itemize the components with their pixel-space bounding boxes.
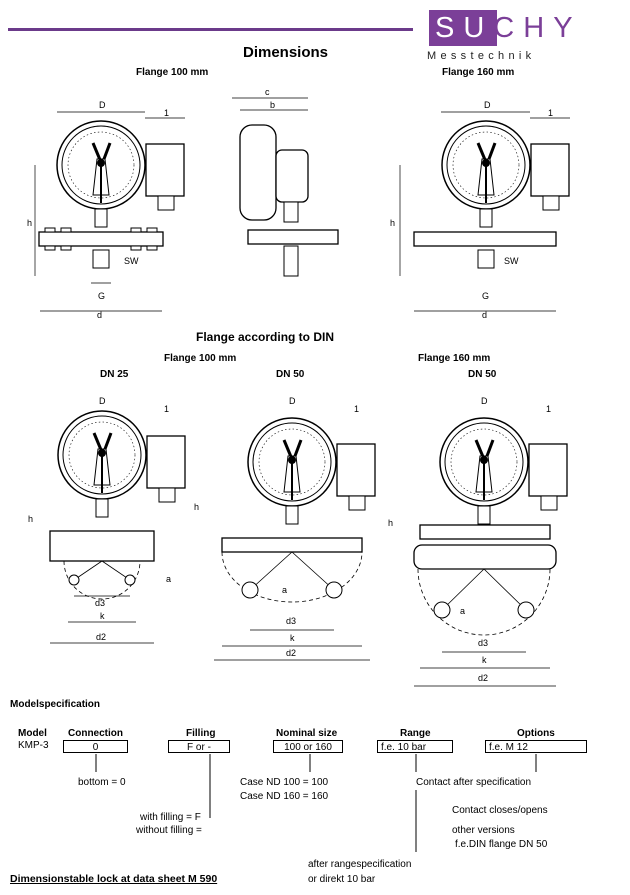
filling-field: F or - (168, 740, 230, 753)
label-G-tr: G (482, 291, 489, 301)
other-versions-note: other versions (452, 825, 515, 836)
label-D-d25: D (99, 396, 106, 406)
label-D-d50r: D (481, 396, 488, 406)
case-160-note: Case ND 160 = 160 (240, 791, 329, 802)
range-field: f.e. 10 bar (377, 740, 453, 753)
contact-after-note: Contact after specification (416, 777, 532, 788)
label-SW-tl: SW (124, 256, 139, 266)
label-D-tr: D (484, 100, 491, 110)
label-d3-d50m: d3 (286, 616, 296, 626)
spec-leader-lines (95, 754, 537, 852)
label-d-tl: d (97, 310, 102, 320)
label-a-d50r: a (460, 606, 465, 616)
case-100-note: Case ND 100 = 100 (240, 777, 329, 788)
dn-mid-label: DN 50 (276, 369, 305, 380)
din-left-caption: Flange 100 mm (164, 353, 237, 364)
label-1-d50m: 1 (354, 404, 359, 414)
label-d2-d25: d2 (96, 632, 106, 642)
brand-logo: SUCHY Messtechnik (425, 6, 615, 66)
label-SW-tr: SW (504, 256, 519, 266)
label-1-d25: 1 (164, 404, 169, 414)
bottom-note: bottom = 0 (78, 777, 126, 788)
label-d2-d50m: d2 (286, 648, 296, 658)
label-a-d50m: a (282, 585, 287, 595)
drawing-top-right: D 1 h SW G d (390, 100, 570, 320)
label-c: c (265, 87, 270, 97)
dn-left-label: DN 25 (100, 369, 129, 380)
din-right-caption: Flange 160 mm (418, 353, 491, 364)
dimensions-heading: Dimensions (243, 44, 329, 61)
label-b: b (270, 100, 275, 110)
logo-text: SUCHY (435, 12, 582, 44)
top-left-caption: Flange 100 mm (136, 67, 209, 78)
col-connection: Connection (68, 728, 123, 739)
label-D-d50m: D (289, 396, 296, 406)
filling-without-note: without filling = (136, 825, 202, 836)
label-h-d25: h (28, 514, 33, 524)
label-G-tl: G (98, 291, 105, 301)
header-rule (8, 28, 413, 31)
technical-drawings: D 1 h SW G d c b D 1 h SW G d (27, 87, 570, 687)
label-k-d50m: k (290, 633, 295, 643)
label-h-d50m: h (194, 502, 199, 512)
options-field: f.e. M 12 (485, 740, 587, 753)
label-1-tr: 1 (548, 108, 553, 118)
drawing-top-side: c b (232, 87, 339, 277)
col-nominal: Nominal size (276, 728, 338, 739)
drawing-din-dn50-right: D 1 h a d3 k d2 (388, 396, 568, 687)
label-1-tl: 1 (164, 108, 169, 118)
model-spec-heading: Modelspecification (10, 699, 101, 710)
label-d2-d50r: d2 (478, 673, 488, 683)
dn-right-label: DN 50 (468, 369, 497, 380)
lock-note: Dimensionstable lock at data sheet M 590 (10, 873, 218, 885)
nominal-field: 100 or 160 (273, 740, 343, 753)
label-d3-d25: d3 (95, 598, 105, 608)
contact-closes-note: Contact closes/opens (452, 805, 548, 816)
label-h-tr: h (390, 218, 395, 228)
logo-subtitle: Messtechnik (427, 50, 536, 62)
label-D-tl: D (99, 100, 106, 110)
label-d3-d50r: d3 (478, 638, 488, 648)
flange-din-heading: Flange according to DIN (196, 330, 335, 344)
label-k-d25: k (100, 611, 105, 621)
filling-with-note: with filling = F (140, 812, 201, 823)
drawing-top-left: D 1 h SW G d (27, 100, 185, 320)
label-h-d50r: h (388, 518, 393, 528)
after-range-note: after rangespecification (308, 859, 412, 870)
label-a-d25: a (166, 574, 171, 584)
drawing-din-dn50-mid: D 1 h a d3 k d2 (194, 396, 376, 661)
col-options: Options (517, 728, 555, 739)
label-1-d50r: 1 (546, 404, 551, 414)
col-filling: Filling (186, 728, 216, 739)
top-right-caption: Flange 160 mm (442, 67, 515, 78)
model-value: KMP-3 (18, 740, 49, 751)
label-d-tr: d (482, 310, 487, 320)
connection-field: 0 (63, 740, 128, 753)
label-k-d50r: k (482, 655, 487, 665)
drawing-din-dn25: D 1 h a d3 k d2 (28, 396, 186, 644)
label-h-tl: h (27, 218, 32, 228)
or-direct-note: or direkt 10 bar (308, 874, 376, 885)
din-flange-note: f.e.DIN flange DN 50 (455, 839, 548, 850)
col-model: Model (18, 728, 47, 739)
col-range: Range (400, 728, 431, 739)
